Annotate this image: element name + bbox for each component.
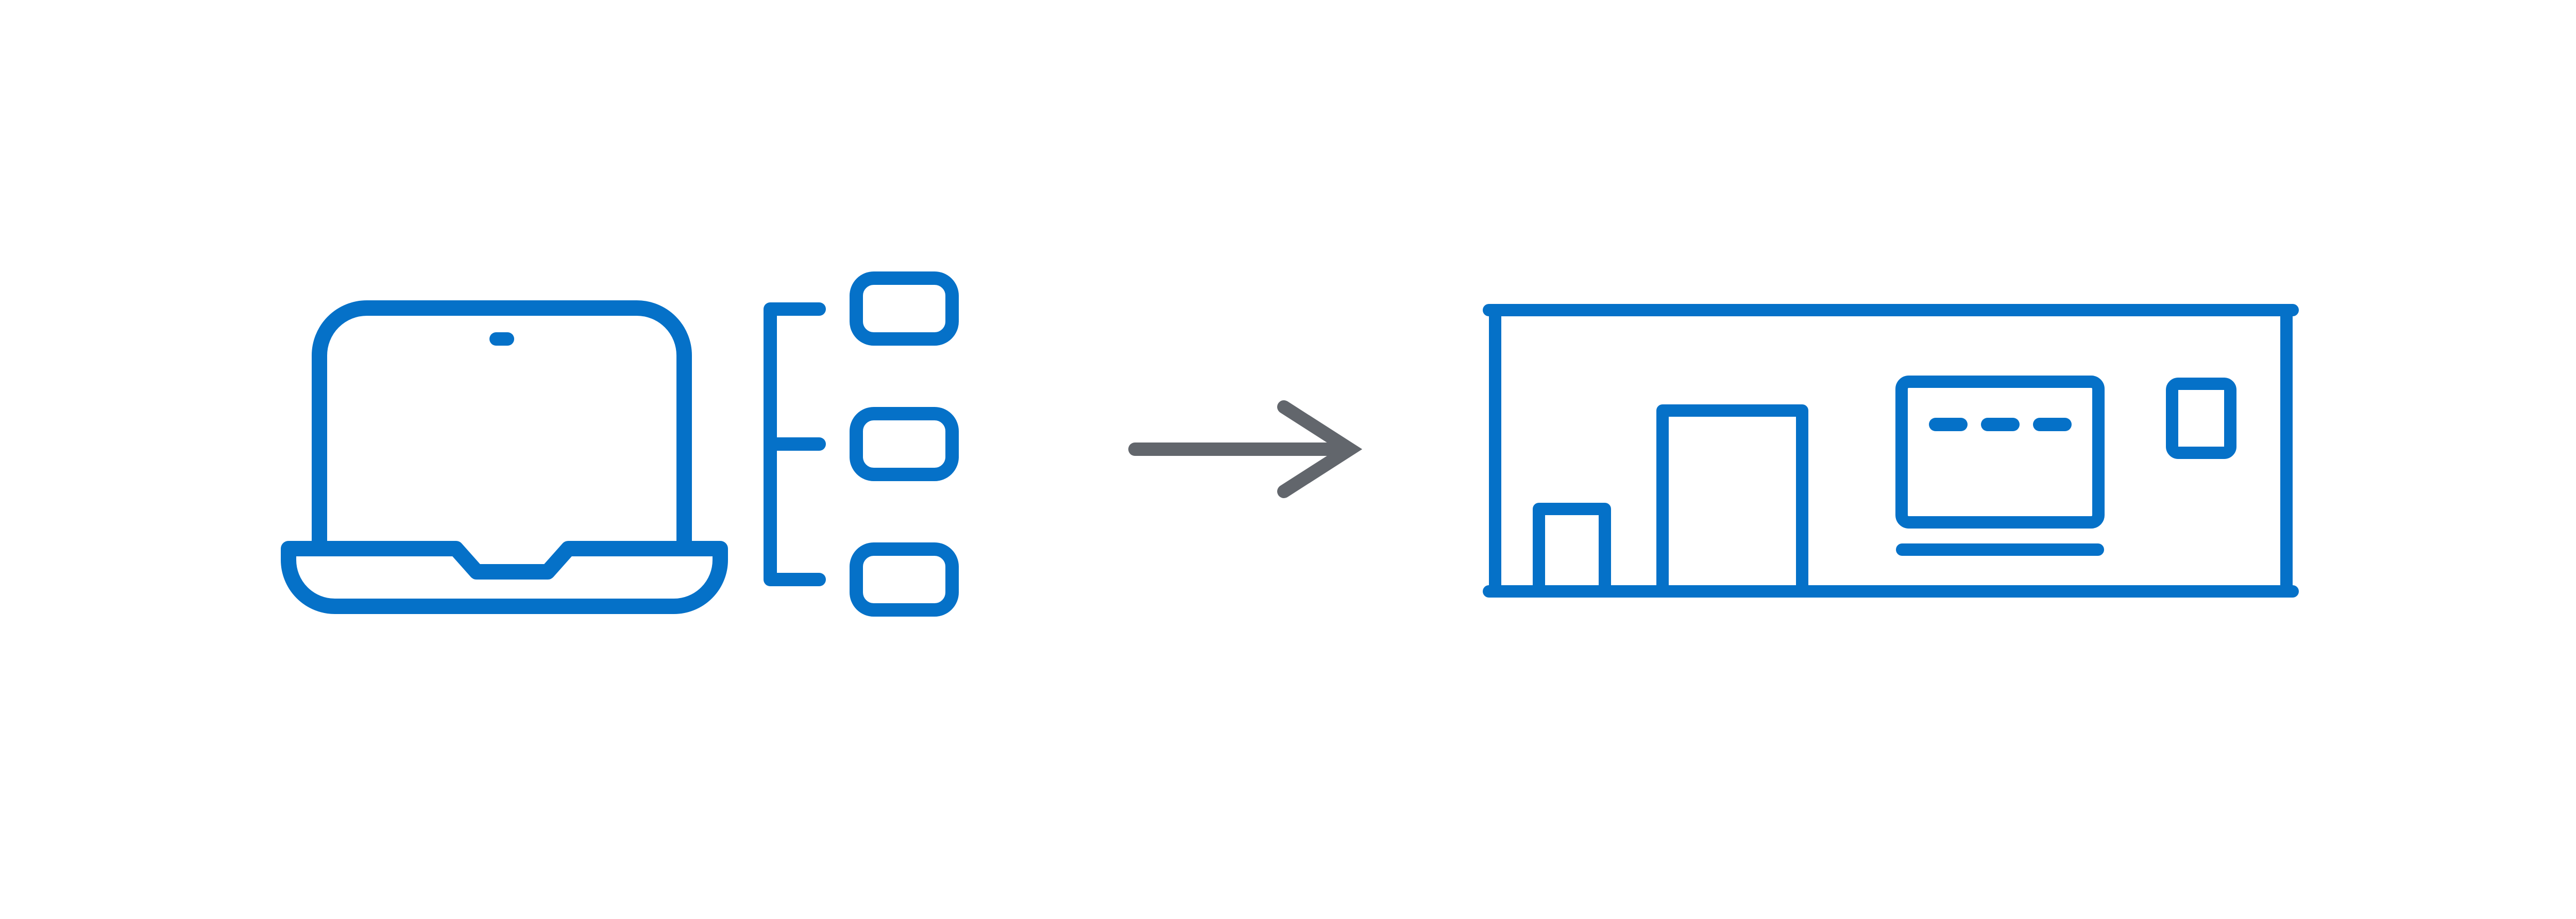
building-sign <box>2166 378 2236 459</box>
laptop-base-outline <box>281 541 728 614</box>
laptop-webcam-icon <box>489 332 514 346</box>
laptop-screen-outline <box>312 300 692 549</box>
arrow-right-icon <box>1128 400 1363 498</box>
laptop-icon <box>281 300 728 614</box>
building-display-panel <box>1895 376 2105 529</box>
building-short-bar <box>1533 503 1611 591</box>
arrow-head <box>1277 400 1363 498</box>
building-tall-bar <box>1656 404 1808 591</box>
hierarchy-tree-icon <box>764 271 959 617</box>
tree-node-1 <box>850 271 959 346</box>
storefront-icon <box>1483 304 2299 598</box>
tree-node-2 <box>850 407 959 481</box>
tree-node-3 <box>850 542 959 617</box>
